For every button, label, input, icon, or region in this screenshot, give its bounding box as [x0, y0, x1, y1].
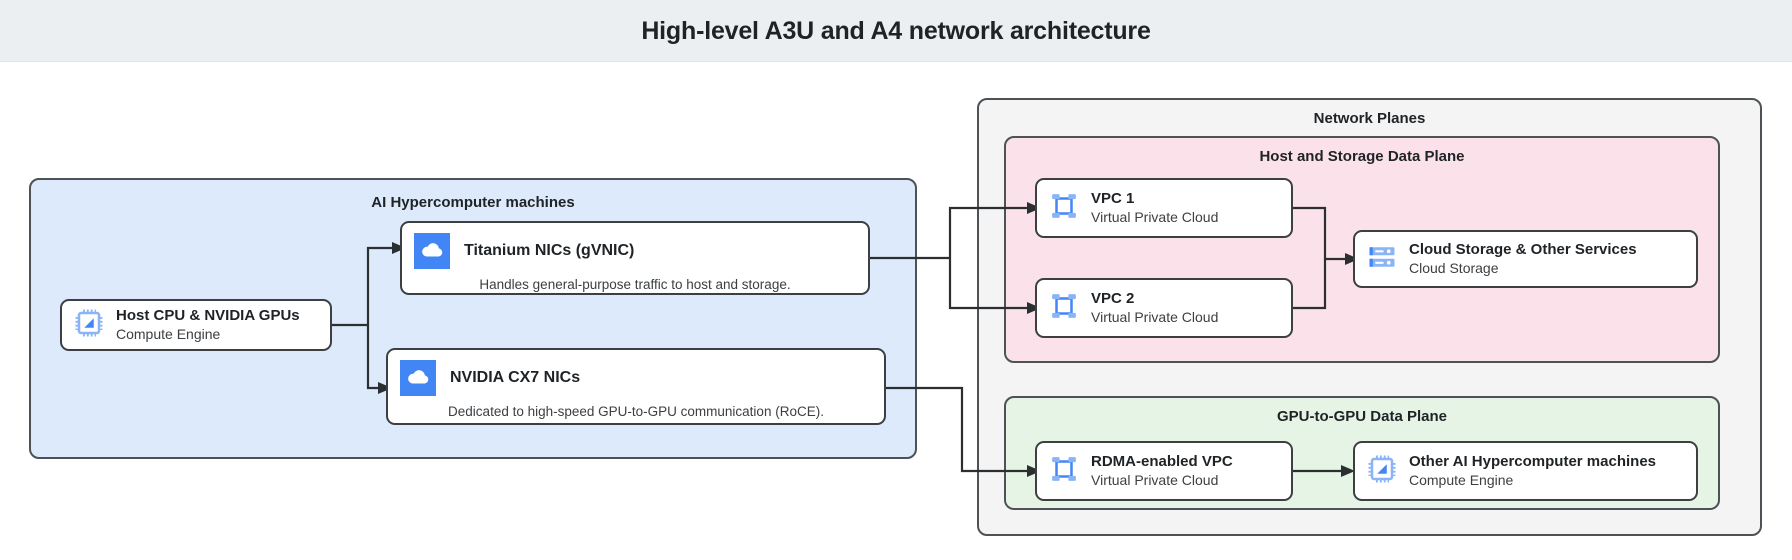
cloud-square-icon — [414, 233, 450, 269]
card-host-cpu-nvidia-gpus[interactable]: Host CPU & NVIDIA GPUs Compute Engine — [60, 299, 332, 351]
card-title-rdma-enabled-vpc: RDMA-enabled VPC — [1091, 453, 1233, 470]
arrowhead-titanium — [392, 242, 406, 254]
arrowhead-vpc2 — [1027, 302, 1041, 314]
card-vpc-2[interactable]: VPC 2 Virtual Private Cloud — [1035, 278, 1293, 338]
page-title: High-level A3U and A4 network architectu… — [641, 17, 1151, 45]
panel-title-ai-hypercomputer: AI Hypercomputer machines — [371, 194, 575, 211]
wire-cx7-to-rdma — [886, 386, 1027, 473]
card-title-vpc-1: VPC 1 — [1091, 190, 1135, 207]
card-vpc-1[interactable]: VPC 1 Virtual Private Cloud — [1035, 178, 1293, 238]
card-title-cloud-storage: Cloud Storage & Other Services — [1409, 241, 1637, 258]
wire-titanium-to-vpc2 — [948, 258, 1027, 310]
card-subtitle-vpc-2: Virtual Private Cloud — [1091, 309, 1219, 325]
vpc-network-icon — [1049, 454, 1079, 489]
card-subtitle-cloud-storage: Cloud Storage — [1409, 260, 1499, 276]
vpc-network-icon — [1049, 291, 1079, 326]
arrowhead-cx7 — [378, 382, 392, 394]
card-nvidia-cx7-nics[interactable]: NVIDIA CX7 NICs Dedicated to high-speed … — [386, 348, 886, 425]
arrowhead-rdma — [1027, 465, 1041, 477]
arrowhead-cloud-storage — [1345, 253, 1359, 265]
vpc-network-icon — [1049, 191, 1079, 226]
card-subtitle-host-cpu: Compute Engine — [116, 326, 221, 342]
cpu-chip-icon — [74, 308, 104, 343]
card-title-host-cpu: Host CPU & NVIDIA GPUs — [116, 307, 300, 324]
card-description-titanium-nics: Handles general-purpose traffic to host … — [479, 277, 791, 292]
card-other-ai-hypercomputer-machines[interactable]: Other AI Hypercomputer machines Compute … — [1353, 441, 1698, 501]
card-title-other-machines: Other AI Hypercomputer machines — [1409, 453, 1657, 470]
page-header: High-level A3U and A4 network architectu… — [0, 0, 1792, 62]
card-subtitle-rdma-enabled-vpc: Virtual Private Cloud — [1091, 472, 1219, 488]
card-description-nvidia-cx7-nics: Dedicated to high-speed GPU-to-GPU commu… — [448, 404, 824, 419]
cloud-storage-icon — [1367, 242, 1397, 277]
card-cloud-storage-other-services[interactable]: Cloud Storage & Other Services Cloud Sto… — [1353, 230, 1698, 288]
wire-hostcpu-to-titanium — [366, 246, 392, 325]
card-title-titanium-nics: Titanium NICs (gVNIC) — [464, 242, 635, 259]
panel-title-host-storage-plane: Host and Storage Data Plane — [1259, 148, 1465, 165]
arrowhead-other-machines — [1341, 465, 1355, 477]
wire-titanium-to-vpc1 — [948, 206, 1027, 258]
panel-title-gpu-gpu-plane: GPU-to-GPU Data Plane — [1276, 408, 1448, 425]
arrowhead-vpc1 — [1027, 202, 1041, 214]
wire-vpc1-to-storage — [1293, 206, 1345, 261]
card-subtitle-vpc-1: Virtual Private Cloud — [1091, 209, 1219, 225]
cpu-chip-icon — [1367, 454, 1397, 489]
card-rdma-enabled-vpc[interactable]: RDMA-enabled VPC Virtual Private Cloud — [1035, 441, 1293, 501]
panel-title-network-planes: Network Planes — [1313, 110, 1426, 127]
card-titanium-nics[interactable]: Titanium NICs (gVNIC) Handles general-pu… — [400, 221, 870, 295]
wire-vpc2-to-storage — [1293, 259, 1327, 310]
card-subtitle-other-machines: Compute Engine — [1409, 472, 1514, 488]
card-title-vpc-2: VPC 2 — [1091, 290, 1135, 307]
cloud-square-icon — [400, 360, 436, 396]
card-title-nvidia-cx7-nics: NVIDIA CX7 NICs — [450, 369, 581, 386]
wire-hostcpu-to-cx7 — [366, 325, 378, 390]
